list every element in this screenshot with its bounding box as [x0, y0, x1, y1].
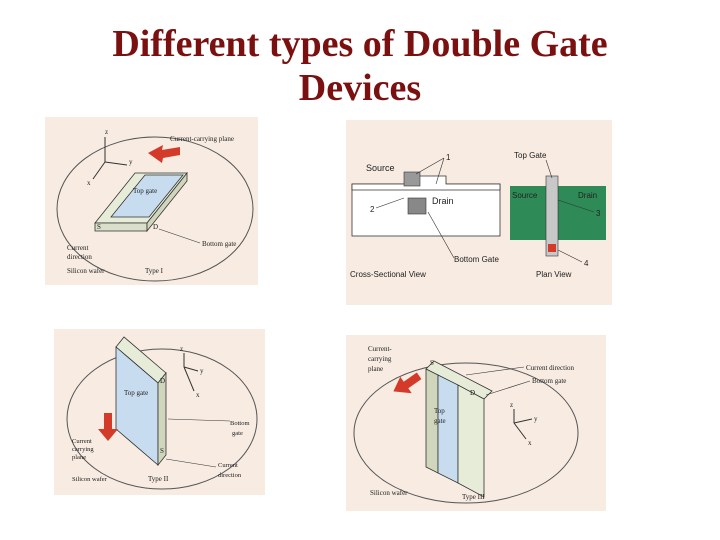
bottom-gate-label: Bottom gate	[532, 377, 566, 385]
bottom-label-2: gate	[232, 430, 243, 437]
type-label: Type III	[462, 493, 485, 501]
bottom-gate-leader	[167, 418, 231, 422]
plane-label-1: Current-	[368, 345, 392, 353]
bottom-label-1: Bottom	[230, 420, 250, 427]
axis-x	[183, 366, 195, 392]
current-plane-label: Current-carrying plane	[170, 135, 234, 143]
top-gate-label: Top Gate	[514, 151, 547, 160]
silicon-wafer-label: Silicon wafer	[72, 476, 108, 483]
top-gate-leader	[545, 159, 553, 179]
drain-label: D	[160, 377, 165, 385]
wafer-outline	[66, 348, 258, 490]
diagram-type-2: Top gate D S z y x Current carrying plan…	[54, 329, 265, 495]
slab-side	[146, 171, 188, 233]
source-label: S	[160, 447, 164, 455]
axis-y-label: y	[534, 415, 538, 423]
current-label-2: direction	[218, 472, 242, 479]
slab-front	[94, 222, 148, 232]
silicon-wafer-label: Silicon wafer	[67, 267, 105, 275]
plan-drain-label: Drain	[578, 191, 597, 200]
plan-red-marker	[548, 244, 556, 252]
drain-label: Drain	[432, 196, 454, 206]
plan-gate-stripe	[545, 175, 559, 257]
plan-source-label: Source	[512, 191, 538, 200]
number-2: 2	[370, 205, 375, 214]
fin-side	[157, 371, 167, 467]
axis-y	[104, 161, 128, 166]
plane-label-1: Current	[72, 438, 92, 445]
current-label-1: Current	[218, 462, 238, 469]
axis-y	[183, 366, 199, 372]
leader-1b	[435, 157, 445, 185]
cross-section-caption: Cross-Sectional View	[350, 270, 426, 279]
leader-3	[557, 199, 595, 213]
bottom-gate-leader	[158, 228, 201, 244]
plane-label-2: carrying	[368, 355, 392, 363]
type-label: Type II	[148, 475, 169, 483]
current-direction-leader	[165, 458, 217, 468]
source-label: Source	[366, 163, 395, 173]
top-gate-label-2: gate	[434, 417, 446, 425]
bottom-gate-leader	[427, 211, 455, 259]
slab-back	[457, 384, 485, 498]
bottom-gate-label: Bottom Gate	[454, 255, 499, 264]
plane-label-2: carrying	[72, 446, 94, 453]
current-plane-arrow	[98, 413, 118, 441]
current-direction-label-1: Current	[67, 244, 88, 252]
diagram-type-1: z y x Current-carrying plane Top gate S …	[45, 117, 258, 285]
axis-y-label: y	[129, 158, 133, 166]
axis-x-label: x	[528, 439, 532, 447]
slide-title: Different types of Double Gate Devices	[0, 22, 720, 110]
top-gate-label: Top gate	[133, 187, 157, 195]
type-label: Type I	[145, 267, 164, 275]
axis-y-label: y	[200, 367, 204, 375]
bottom-gate-label: Bottom gate	[202, 240, 236, 248]
axis-z-label: z	[180, 345, 183, 353]
number-4: 4	[584, 259, 589, 268]
axis-z-label: z	[105, 128, 108, 136]
diagram-cross-section: Source Drain 1 2 Bottom Gate Cross-Secti…	[346, 120, 612, 305]
leader-2	[375, 197, 405, 209]
title-line-1: Different types of Double Gate	[112, 23, 608, 65]
current-plane-arrow	[393, 372, 422, 394]
top-gate-plate	[110, 174, 184, 218]
source-label: S	[97, 223, 101, 231]
leader-1a	[415, 157, 445, 175]
plane-label-3: plane	[72, 454, 86, 461]
drain-label: D	[153, 223, 158, 231]
current-plane-arrow	[148, 145, 180, 163]
current-direction-leader	[465, 366, 525, 376]
bottom-gate-leader	[485, 380, 531, 396]
axis-x	[92, 161, 106, 180]
current-direction-label-2: direction	[67, 253, 92, 261]
top-gate-plate	[437, 374, 459, 484]
number-1: 1	[446, 153, 451, 162]
axis-y	[513, 418, 533, 424]
axis-x-label: x	[87, 179, 91, 187]
source-label: S	[430, 359, 434, 367]
drain-label: D	[470, 389, 475, 397]
current-direction-label: Current direction	[526, 364, 575, 372]
title-line-2: Devices	[298, 67, 422, 109]
number-3: 3	[596, 209, 601, 218]
axis-x	[513, 422, 527, 440]
axis-x-label: x	[196, 391, 200, 399]
wafer-outline	[353, 362, 579, 504]
bottom-gate-block	[407, 197, 427, 215]
plan-view-caption: Plan View	[536, 270, 572, 279]
diagram-type-3: Top gate S D Current- carrying plane Cur…	[346, 335, 606, 511]
top-gate-label-1: Top	[434, 407, 445, 415]
top-gate-block	[403, 171, 421, 187]
plane-label-3: plane	[368, 365, 383, 373]
axis-z-label: z	[510, 401, 513, 409]
silicon-wafer-label: Silicon wafer	[370, 489, 408, 497]
leader-4	[557, 249, 583, 263]
wafer-outline	[56, 136, 254, 282]
top-gate-label: Top gate	[124, 389, 148, 397]
